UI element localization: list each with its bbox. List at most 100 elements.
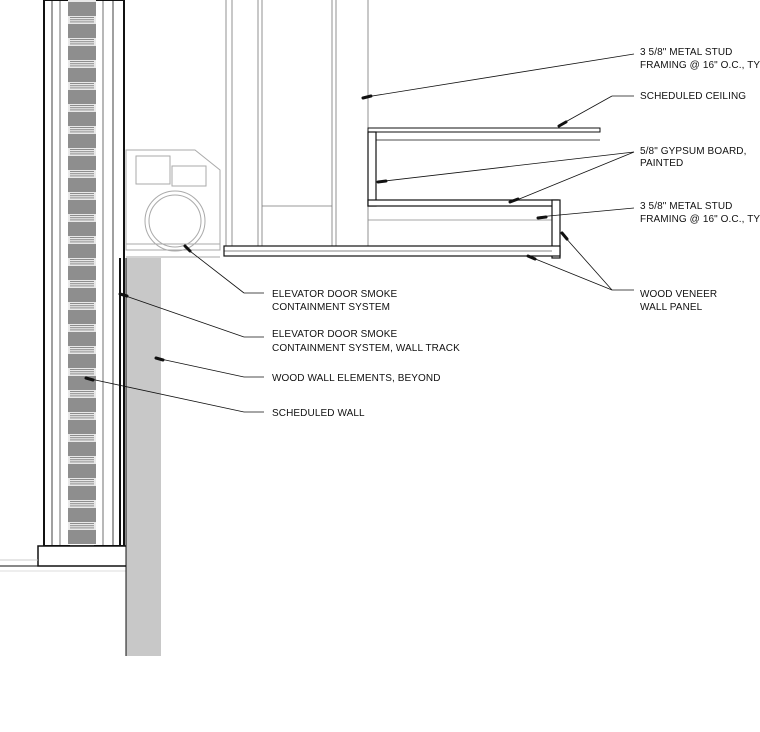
wood-core-line <box>70 527 94 529</box>
wood-core-line <box>70 215 94 216</box>
wood-core-line <box>70 85 94 87</box>
wood-core-line <box>70 523 94 524</box>
wood-core-line <box>70 325 94 326</box>
leader-ticks <box>84 94 569 382</box>
wood-core-line <box>70 371 94 373</box>
wood-core-line <box>70 501 94 502</box>
wood-core-line <box>70 149 94 150</box>
wood-core-line <box>70 307 94 309</box>
wood-core-line <box>70 21 94 23</box>
scheduled-wall-body <box>126 258 161 656</box>
wood-core-line <box>70 87 94 89</box>
wood-core-line <box>70 39 94 40</box>
wood-core-block <box>68 398 96 412</box>
wood-core-line <box>70 395 94 397</box>
wood-core-line <box>70 175 94 177</box>
wood-core-line <box>70 217 94 219</box>
wood-core-line <box>70 63 94 65</box>
wood-core-block <box>68 2 96 16</box>
label-scheduled-ceiling: SCHEDULED CEILING <box>640 91 746 102</box>
wood-core-block <box>68 134 96 148</box>
wood-core-line <box>70 393 94 395</box>
wood-core-block <box>68 310 96 324</box>
wood-core-line <box>70 151 94 153</box>
label-metal-stud-top-line2: FRAMING @ 16" O.C., TYP. <box>640 60 760 71</box>
wood-core-block <box>68 332 96 346</box>
wood-core-line <box>70 129 94 131</box>
label-wood-veneer-line1: WOOD VENEER <box>640 289 717 300</box>
wood-core-line <box>70 303 94 304</box>
wood-core-block <box>68 486 96 500</box>
wood-core-line <box>70 65 94 67</box>
wood-core-block <box>68 46 96 60</box>
wood-core-line <box>70 347 94 348</box>
wood-core-line <box>70 261 94 263</box>
label-metal-stud-top: 3 5/8" METAL STUD FRAMING @ 16" O.C., TY… <box>640 47 760 71</box>
upper-stud-framing <box>225 0 369 246</box>
wood-core-line <box>70 351 94 353</box>
wood-core-line <box>70 83 94 84</box>
label-wood-veneer: WOOD VENEER WALL PANEL <box>640 289 720 313</box>
wood-core-line <box>70 459 94 461</box>
wood-core-line <box>70 259 94 260</box>
wood-core-line <box>70 329 94 331</box>
wood-core-block <box>68 178 96 192</box>
wood-core-line <box>70 131 94 133</box>
wood-core-block <box>68 266 96 280</box>
label-smoke-track-line1: ELEVATOR DOOR SMOKE <box>272 329 397 340</box>
wood-core-line <box>70 479 94 480</box>
wood-wall-panel <box>43 0 125 551</box>
label-wood-elements-line1: WOOD WALL ELEMENTS, BEYOND <box>272 373 441 384</box>
wood-core-block <box>68 24 96 38</box>
wood-core-block <box>68 156 96 170</box>
label-smoke-track-line2: CONTAINMENT SYSTEM, WALL TRACK <box>272 343 460 354</box>
wood-core-block <box>68 420 96 434</box>
wood-core-block <box>68 442 96 456</box>
label-scheduled-wall-line1: SCHEDULED WALL <box>272 408 365 419</box>
wood-core-block <box>68 288 96 302</box>
label-smoke-system-line2: CONTAINMENT SYSTEM <box>272 302 390 313</box>
wood-core-line <box>70 197 94 199</box>
wood-core-line <box>70 237 94 238</box>
wood-core-block <box>68 222 96 236</box>
wood-core-line <box>70 483 94 485</box>
wood-core-line <box>70 525 94 527</box>
wood-core-stripes <box>68 2 96 551</box>
wood-core-line <box>70 285 94 287</box>
wood-core-line <box>70 219 94 221</box>
label-gypsum-board-line2: PAINTED <box>640 158 683 169</box>
wood-core-line <box>70 61 94 62</box>
wood-core-line <box>70 41 94 43</box>
label-wood-elements: WOOD WALL ELEMENTS, BEYOND <box>272 373 441 384</box>
wood-core-line <box>70 239 94 241</box>
wood-core-line <box>70 195 94 197</box>
wood-core-line <box>70 327 94 329</box>
wood-core-line <box>70 43 94 45</box>
label-metal-stud-bottom-line1: 3 5/8" METAL STUD <box>640 201 733 212</box>
wood-core-line <box>70 437 94 439</box>
wood-core-line <box>70 281 94 282</box>
wood-core-block <box>68 200 96 214</box>
wood-core-line <box>70 503 94 505</box>
wood-core-line <box>70 283 94 285</box>
wood-core-line <box>70 107 94 109</box>
label-gypsum-board-line1: 5/8" GYPSUM BOARD, <box>640 146 747 157</box>
wood-core-line <box>70 305 94 307</box>
wood-core-line <box>70 457 94 458</box>
label-gypsum-board: 5/8" GYPSUM BOARD, PAINTED <box>640 146 749 169</box>
wood-core-line <box>70 461 94 463</box>
label-scheduled-ceiling-line1: SCHEDULED CEILING <box>640 91 746 102</box>
ceiling-assembly <box>223 127 601 259</box>
wood-core-line <box>70 481 94 483</box>
wood-core-block <box>68 112 96 126</box>
label-scheduled-wall: SCHEDULED WALL <box>272 408 365 419</box>
wood-core-line <box>70 505 94 507</box>
wood-core-line <box>70 105 94 106</box>
label-metal-stud-top-line1: 3 5/8" METAL STUD <box>640 47 733 58</box>
wood-core-line <box>70 435 94 436</box>
wood-core-line <box>70 19 94 21</box>
wood-core-block <box>68 354 96 368</box>
wood-core-block <box>68 90 96 104</box>
wood-core-line <box>70 391 94 392</box>
label-smoke-system: ELEVATOR DOOR SMOKE CONTAINMENT SYSTEM <box>272 289 400 313</box>
